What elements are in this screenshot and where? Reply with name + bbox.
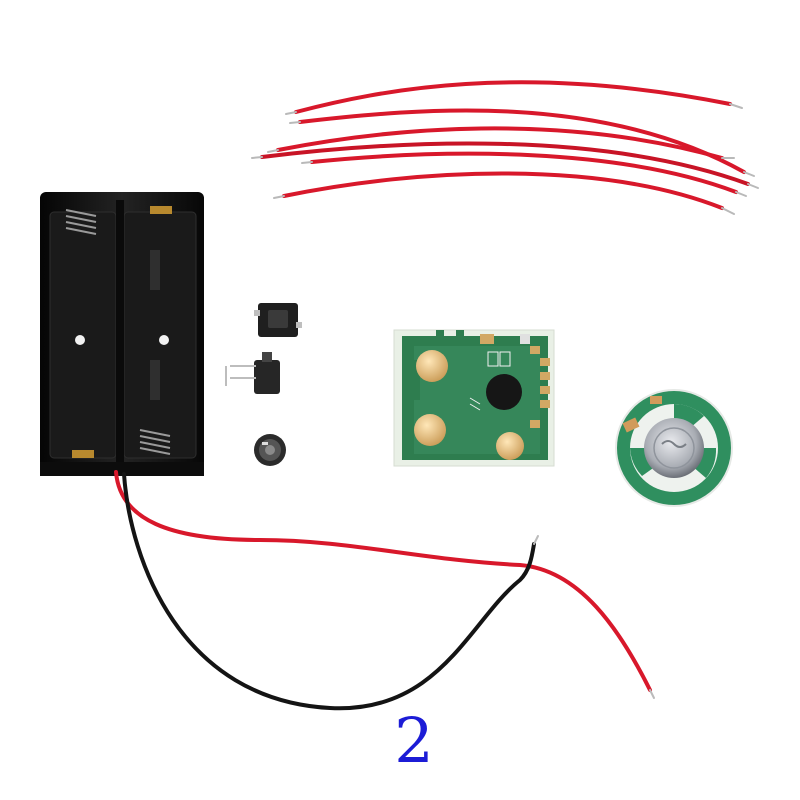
red-wire — [298, 108, 746, 174]
red-wire — [282, 171, 724, 210]
cob-chip — [486, 374, 522, 410]
solder-pad — [496, 432, 524, 460]
sound-module-pcb — [393, 329, 555, 467]
push-button — [225, 352, 280, 394]
microphone — [254, 434, 286, 466]
solder-pad — [414, 414, 446, 446]
red-wire — [260, 141, 750, 186]
battery-leads — [114, 470, 655, 711]
red-wire — [276, 126, 724, 160]
spring-contact — [65, 209, 171, 455]
solder-pad — [416, 350, 448, 382]
tactile-switch — [254, 303, 302, 337]
speaker — [615, 389, 733, 507]
red-wire — [294, 80, 732, 114]
battery-holder — [40, 192, 204, 476]
red-wire-bundle — [251, 80, 759, 215]
red-wire — [310, 151, 738, 194]
red-lead — [114, 470, 652, 692]
black-lead — [122, 472, 536, 711]
caption-number: 2 — [394, 704, 434, 777]
